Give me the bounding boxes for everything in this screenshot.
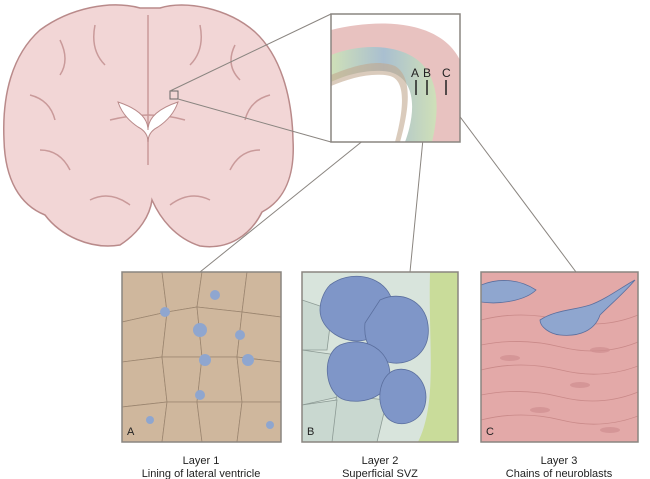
panel-c-title: Layer 3 bbox=[540, 455, 578, 467]
panel-b-title: Layer 2 bbox=[361, 455, 399, 467]
panel-a-caption: Layer 1 Lining of lateral ventricle bbox=[111, 455, 291, 479]
panel-b-letter: B bbox=[307, 426, 315, 438]
panel-a-title: Layer 1 bbox=[182, 455, 220, 467]
brain-coronal-section bbox=[3, 4, 294, 248]
panel-c-subtitle: Chains of neuroblasts bbox=[505, 468, 613, 479]
panel-a-illustration bbox=[121, 271, 282, 443]
panel-b-caption: Layer 2 Superficial SVZ bbox=[290, 455, 470, 479]
panel-c-illustration bbox=[480, 271, 639, 443]
inset-label-b: B bbox=[423, 66, 432, 80]
panel-a-letter: A bbox=[127, 426, 135, 438]
panel-a-subtitle: Lining of lateral ventricle bbox=[141, 468, 261, 479]
panel-c-caption: Layer 3 Chains of neuroblasts bbox=[469, 455, 649, 479]
panel-b-subtitle: Superficial SVZ bbox=[342, 468, 418, 479]
inset-magnified-ventricle-wall bbox=[330, 13, 461, 143]
inset-label-c: C bbox=[442, 66, 451, 80]
panel-c-letter: C bbox=[486, 426, 494, 438]
inset-label-a: A bbox=[411, 66, 420, 80]
panel-b-illustration bbox=[301, 271, 459, 443]
